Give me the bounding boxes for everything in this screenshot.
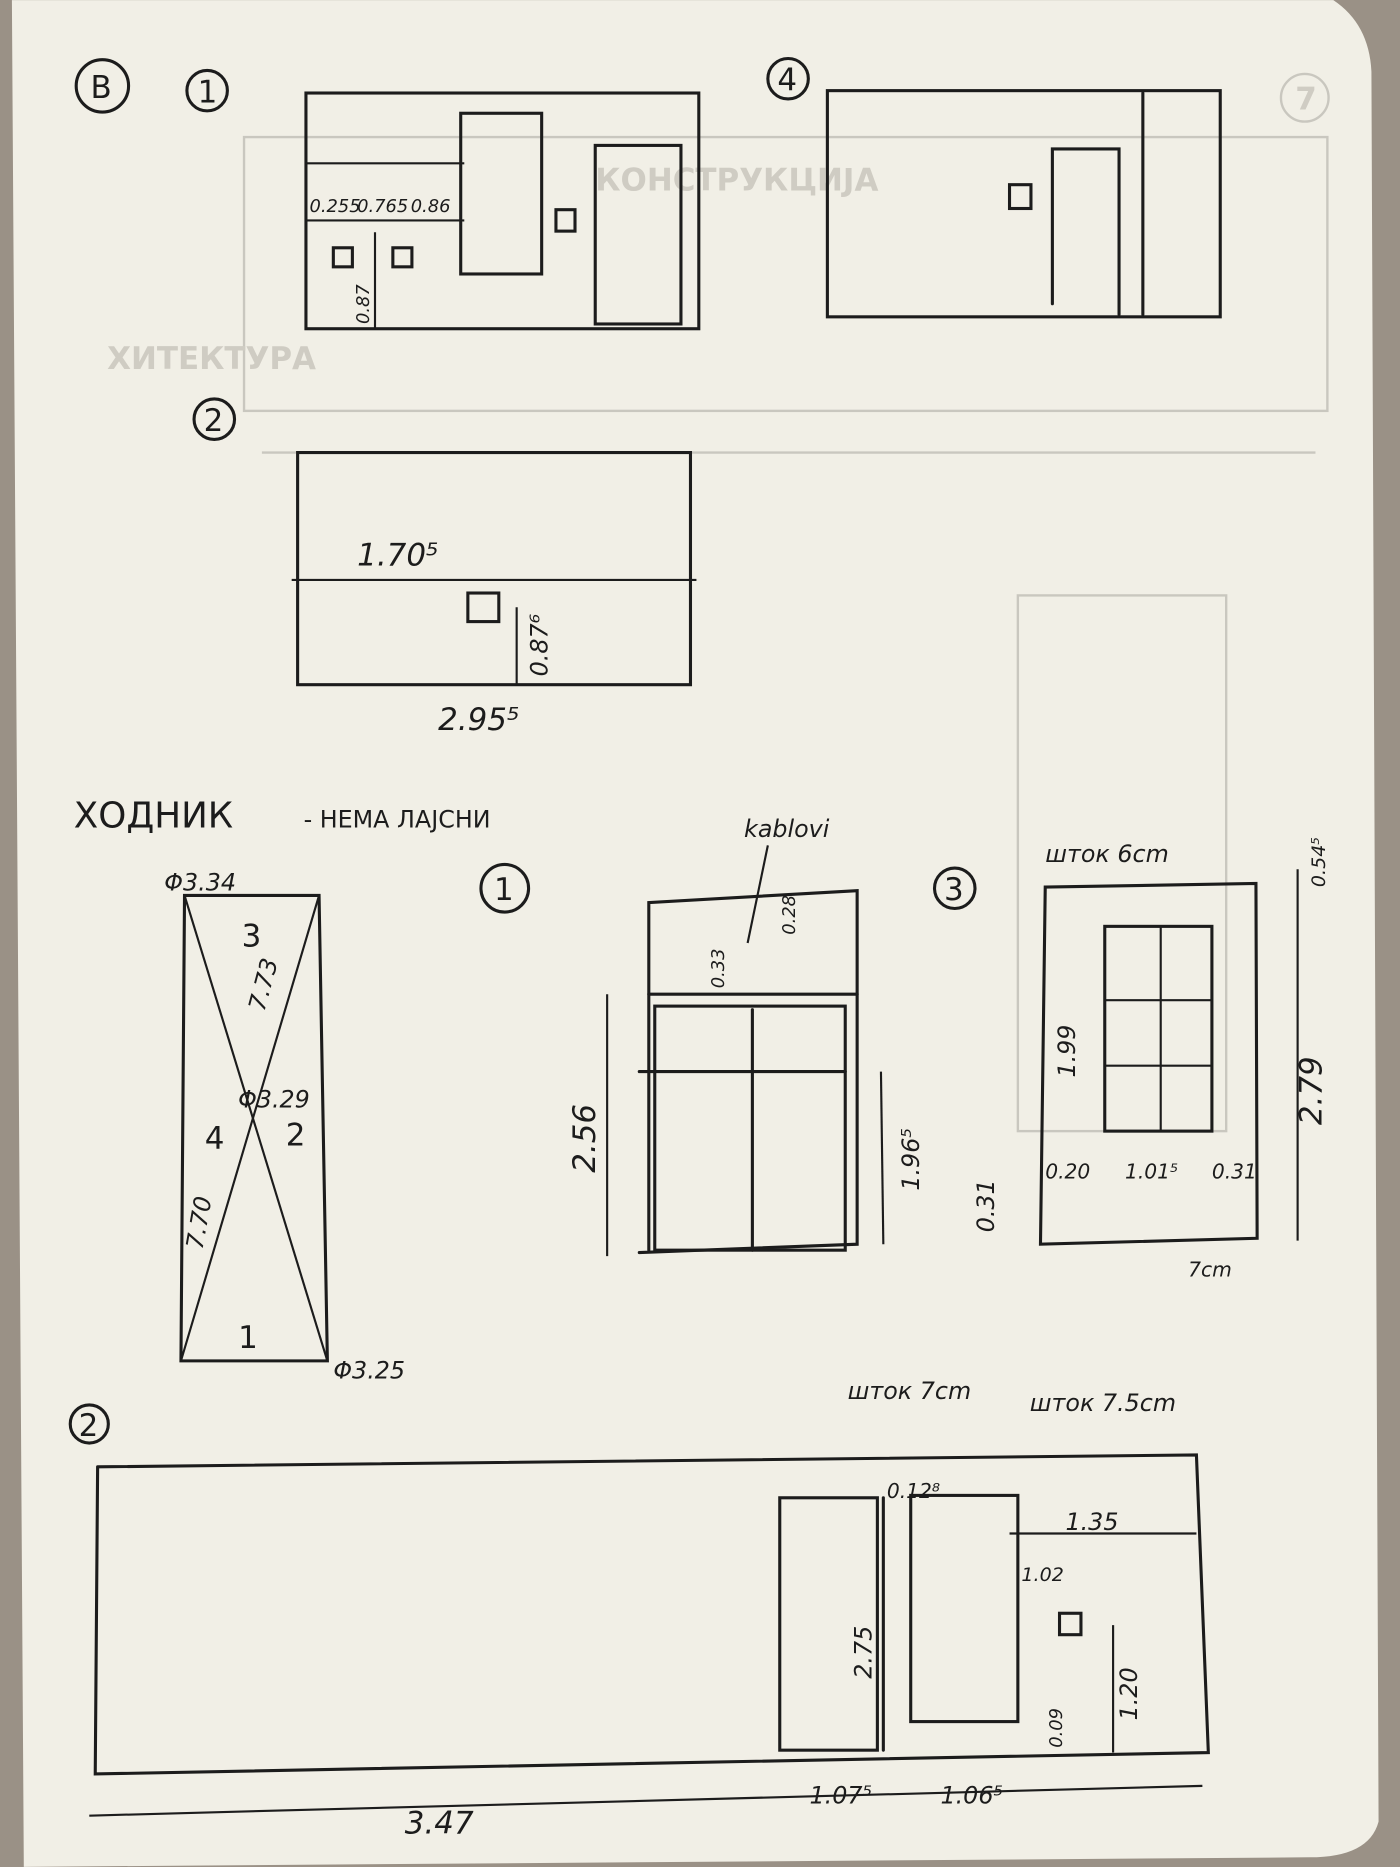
corner-label: Φ3.25 <box>333 1357 405 1385</box>
section-label: B <box>90 70 111 106</box>
dim-label: 1.20 <box>1115 1667 1143 1720</box>
dim-label: 2.95⁵ <box>438 702 519 738</box>
dim-label: 2.79 <box>1293 1056 1329 1125</box>
frame-label: шток 6cm <box>1045 840 1169 868</box>
cable-label: kablovi <box>744 815 830 843</box>
paper <box>11 0 1379 1867</box>
wall-1-elevation: 1 kablovi 0.28 0.33 2.56 1.96⁵ <box>479 815 925 1257</box>
section-circle <box>74 58 131 114</box>
hallway-note: - НЕМА ЛАЈСНИ <box>304 806 491 834</box>
sketch-number: 1 <box>494 872 514 908</box>
frame-label: шток 7.5cm <box>1030 1389 1176 1417</box>
dim-label: 1.99 <box>1053 1025 1081 1078</box>
dim-label: 0.54⁵ <box>1308 837 1330 887</box>
wall-3-elevation: 3 шток 6cm 0.54⁵ 1.99 2.79 0.20 1.01⁵ 0.… <box>932 837 1330 1281</box>
sketch-number: 1 <box>198 75 218 111</box>
corner-label: Φ3.29 <box>238 1085 310 1113</box>
dim-label: 1.06⁵ <box>940 1782 1003 1810</box>
sketch-number: 3 <box>944 872 964 908</box>
dim-label: 0.31 <box>1212 1160 1257 1184</box>
sketch-number: 4 <box>777 63 797 99</box>
bleed-through: КОНСТРУКЦИЈА ХИТЕКТУРА <box>107 135 1329 1133</box>
hallway-title: ХОДНИК <box>74 796 233 837</box>
dim-label: 7cm <box>1188 1257 1232 1281</box>
dim-label: 0.20 <box>1045 1160 1090 1184</box>
dim-label: 1.70⁵ <box>357 538 438 574</box>
sketch-number: 2 <box>79 1408 99 1444</box>
corner-label: Φ3.34 <box>164 869 236 897</box>
dim-label: 2.75 <box>849 1626 877 1679</box>
dim-label: 1.96⁵ <box>897 1128 925 1191</box>
dim-label: 0.09 <box>1046 1708 1067 1748</box>
sketch-1: 1 0.255 0.765 0.86 0.87 <box>185 68 701 331</box>
wall-number: 2 <box>286 1117 306 1153</box>
dim-label: 0.28 <box>779 895 800 935</box>
sketch-4: 4 <box>766 56 1222 319</box>
dim-label: 2.56 <box>567 1104 603 1173</box>
dim-label: 0.86 <box>411 196 451 217</box>
dim-label: 1.01⁵ <box>1125 1160 1178 1184</box>
dim-label: 0.255 <box>310 196 361 217</box>
frame-label: шток 7cm <box>848 1377 972 1405</box>
sketch-2-top: 2 1.70⁵ 0.87⁶ 2.95⁵ <box>192 397 697 738</box>
dim-label: 1.35 <box>1065 1508 1118 1536</box>
sketch-number: 2 <box>204 403 224 439</box>
dim-label: 3.47 <box>405 1806 474 1842</box>
dim-label: 0.31 <box>972 1179 1000 1232</box>
wall-2-elevation: 2 шток 7cm шток 7.5cm 0.12⁸ 1.35 1.02 2.… <box>68 1377 1210 1842</box>
dim-label: 0.765 <box>357 196 408 217</box>
wall-number: 3 <box>242 919 262 955</box>
dim-label: 0.87⁶ <box>526 614 554 677</box>
corner-number: 7 <box>1295 82 1317 118</box>
dim-label: 0.12⁸ <box>887 1479 940 1503</box>
svg-text:КОНСТРУКЦИЈА: КОНСТРУКЦИЈА <box>595 163 878 199</box>
svg-text:ХИТЕКТУРА: ХИТЕКТУРА <box>107 341 316 377</box>
dim-label: 1.02 <box>1021 1564 1063 1586</box>
dim-label: 1.07⁵ <box>810 1782 873 1810</box>
dim-label: 0.87 <box>353 284 374 324</box>
dim-label: 0.33 <box>708 949 729 989</box>
wall-number: 4 <box>205 1121 225 1157</box>
wall-number: 1 <box>238 1320 258 1356</box>
